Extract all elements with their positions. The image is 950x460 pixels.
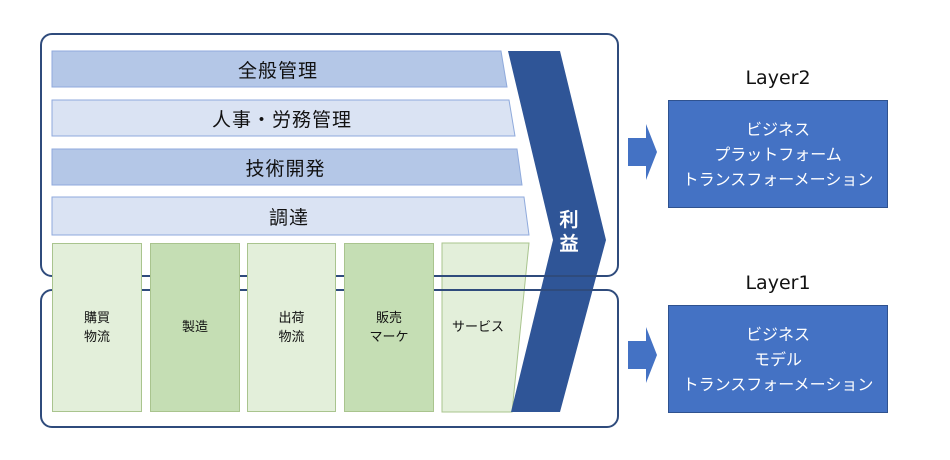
layer2-box: ビジネス プラットフォーム トランスフォーメーション <box>668 100 888 208</box>
primary-activity-operations: 製造 <box>150 243 240 412</box>
support-activity-general-management: 全般管理 <box>237 59 318 82</box>
layer1-box: ビジネス モデル トランスフォーメーション <box>668 305 888 413</box>
support-bar-shape-tech <box>51 148 523 186</box>
margin-arrow <box>508 51 606 412</box>
primary-activity-service: サービス <box>451 320 504 335</box>
layer2-label: Layer2 <box>745 67 811 89</box>
support-bar-shape-procurement <box>51 196 530 236</box>
support-activity-hr-management: 人事・労務管理 <box>211 108 352 131</box>
margin-label: 利 益 <box>555 208 583 256</box>
primary-activity-outbound-logistics: 出荷 物流 <box>247 243 336 412</box>
layer1-label: Layer1 <box>745 272 811 294</box>
layer1-arrow <box>628 327 657 383</box>
support-bar-shape-general <box>51 50 508 88</box>
primary-activity-marketing-sales: 販売 マーケ <box>344 243 434 412</box>
support-activity-technology-development: 技術開発 <box>245 157 326 180</box>
margin-label-line2: 益 <box>559 233 579 255</box>
margin-label-line1: 利 <box>559 209 579 231</box>
support-activity-procurement: 調達 <box>268 206 309 229</box>
support-bar-shape-hr <box>51 99 516 137</box>
layer2-arrow <box>628 124 657 180</box>
primary-activity-inbound-logistics: 購買 物流 <box>52 243 142 412</box>
